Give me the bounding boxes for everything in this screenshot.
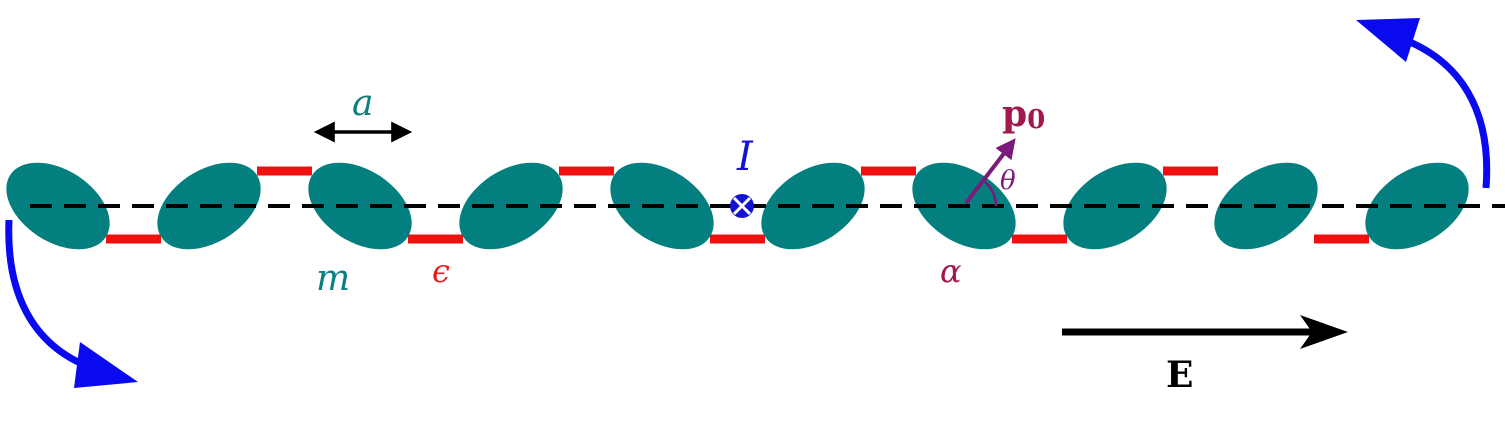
- angle-arc: [984, 181, 998, 207]
- field-arrow-head: [1300, 315, 1348, 349]
- curved-arrow-down-icon: [5, 219, 138, 388]
- dipole-label-main: p: [1002, 93, 1027, 135]
- molecule-ellipse: [1365, 162, 1469, 250]
- molecule-ellipse: [308, 162, 412, 250]
- dipole-label: p0: [1002, 93, 1045, 135]
- current-into-page-icon: [730, 194, 754, 218]
- coupling-label: ϵ: [432, 252, 450, 290]
- angle-label: θ: [1000, 166, 1016, 196]
- molecule-ellipse: [6, 162, 110, 250]
- dipole-arrow: [964, 138, 1016, 205]
- curved-arrow-up-icon: [1356, 18, 1491, 189]
- bond-group: [106, 166, 1369, 244]
- molecule-ellipse: [1063, 162, 1167, 250]
- spacing-label: a: [352, 83, 373, 124]
- polarizability-label: α: [940, 252, 962, 290]
- dipole-label-sub: 0: [1027, 105, 1045, 135]
- mass-label: m: [316, 258, 350, 299]
- field-label: E: [1166, 354, 1193, 396]
- current-label: I: [736, 134, 754, 180]
